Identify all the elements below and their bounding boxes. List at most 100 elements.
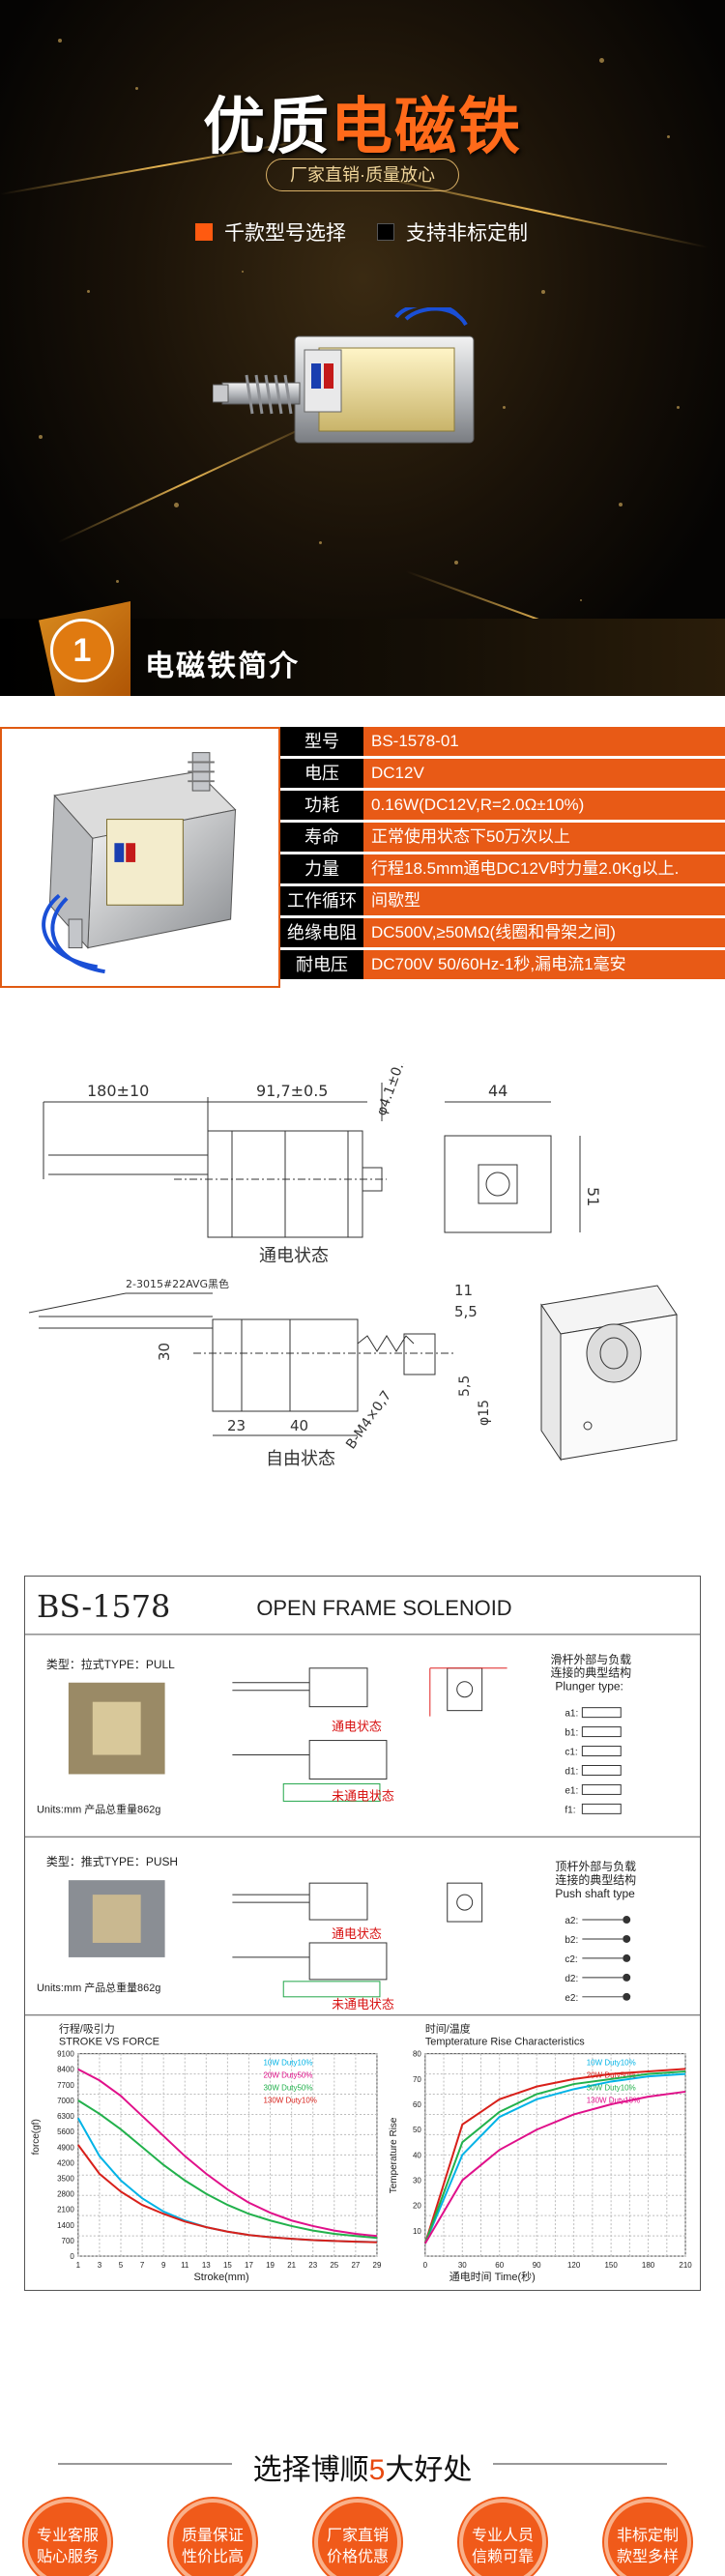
sparkle-dot	[599, 58, 604, 63]
sheet-model: BS-1578	[37, 1588, 170, 1625]
x-tick-label: 29	[373, 2261, 382, 2270]
push-item-label: c2:	[565, 1954, 577, 1965]
benefit-badge: 专业人员信赖可靠	[459, 2499, 546, 2576]
sparkle-dot	[135, 87, 138, 90]
benefit-line-2: 性价比高	[181, 2549, 244, 2565]
on-label-2: 通电状态	[332, 1926, 382, 1941]
dim-44: 44	[488, 1082, 508, 1100]
benefit-line-2: 价格优惠	[326, 2549, 389, 2565]
plunger-en: Plunger type:	[555, 1680, 623, 1693]
plunger-type-list: a1:b1:c1:d1:e1:f1:	[565, 1707, 622, 1815]
dim-5-5a: 5,5	[454, 1303, 478, 1320]
sparkle-dot	[667, 135, 670, 138]
series-line	[423, 2090, 686, 2244]
dim-phi15: φ15	[477, 1400, 492, 1426]
benefit-line-2: 信赖可靠	[471, 2549, 534, 2565]
y-tick-label: 80	[413, 2050, 421, 2059]
spec-value: 0.16W(DC12V,R=2.0Ω±10%)	[363, 791, 725, 820]
sparkle-dot	[503, 406, 506, 409]
series-line	[423, 2068, 686, 2244]
x-tick-label: 15	[223, 2261, 232, 2270]
x-tick-label: 27	[351, 2261, 360, 2270]
legend-entry: 30W Duty10%	[587, 2084, 636, 2093]
x-tick-label: 30	[458, 2261, 467, 2270]
stroke-chart-en: STROKE VS FORCE	[59, 2037, 160, 2048]
spec-key: 寿命	[280, 823, 363, 852]
state-off-label: 自由状态	[266, 1449, 335, 1469]
stroke-chart-cn: 行程/吸引力	[59, 2022, 115, 2036]
dim-23: 23	[227, 1417, 246, 1434]
benefit-line-2: 贴心服务	[36, 2549, 99, 2565]
temp-xlabel: 通电时间 Time(秒)	[450, 2270, 536, 2283]
hero-title: 优质电磁铁	[0, 77, 725, 166]
push-shaft-list: a2:b2:c2:d2:e2:	[565, 1916, 631, 2004]
y-tick-label: 70	[413, 2075, 421, 2084]
spec-key: 功耗	[280, 791, 363, 820]
plunger-shape	[581, 1764, 622, 1776]
push-en: Push shaft type	[555, 1887, 635, 1900]
spec-value: DC500V,≥50MΩ(线圈和骨架之间)	[363, 918, 725, 947]
plunger-item-label: f1:	[565, 1805, 575, 1815]
push-shaft-tip	[623, 1992, 631, 2001]
spec-key: 电压	[280, 759, 363, 788]
hero-title-orange: 电磁铁	[331, 92, 522, 161]
spec-key: 绝缘电阻	[280, 918, 363, 947]
stroke-xlabel: Stroke(mm)	[194, 2272, 249, 2283]
y-tick-label: 3500	[57, 2174, 74, 2183]
spec-row: 寿命正常使用状态下50万次以上	[280, 823, 725, 852]
y-tick-label: 4200	[57, 2158, 74, 2167]
hero-subtitle: 厂家直销·质量放心	[266, 159, 459, 191]
y-tick-label: 9100	[57, 2050, 74, 2059]
benefits-title-a: 选择博顺	[252, 2454, 369, 2486]
solenoid-photo-icon	[42, 752, 237, 974]
solenoid-product-image	[213, 307, 475, 444]
y-tick-label: 2100	[57, 2206, 74, 2214]
benefit-line-2: 款型多样	[616, 2549, 679, 2565]
y-tick-label: 5600	[57, 2127, 74, 2136]
x-tick-label: 23	[308, 2261, 317, 2270]
y-tick-label: 6300	[57, 2112, 74, 2121]
y-tick-label: 10	[413, 2227, 421, 2236]
y-tick-label: 40	[413, 2151, 421, 2159]
stroke-ylabel: force(gf)	[31, 2119, 42, 2155]
x-tick-label: 0	[423, 2261, 428, 2270]
x-tick-label: 9	[161, 2261, 166, 2270]
off-label-2: 未通电状态	[332, 1997, 394, 2012]
spec-value: DC700V 50/60Hz-1秒,漏电流1毫安	[363, 950, 725, 979]
dim-51: 51	[584, 1187, 602, 1206]
legend-entry: 30W Duty50%	[263, 2084, 312, 2093]
spec-key: 工作循环	[280, 886, 363, 915]
push-item-label: e2:	[565, 1993, 578, 2004]
dim-phi41: φ4.1±0.1	[374, 1063, 410, 1117]
series-line	[423, 2072, 686, 2244]
spec-value: 正常使用状态下50万次以上	[363, 823, 725, 852]
black-square-icon	[377, 223, 394, 241]
stroke-force-chart: 9100840077007000630056004900420035002800…	[57, 2050, 382, 2270]
push-cn: 顶杆外部与负载	[555, 1859, 636, 1873]
spec-value: BS-1578-01	[363, 727, 725, 756]
sparkle-dot	[39, 435, 43, 439]
benefits-title: 选择博顺5大好处	[0, 2446, 725, 2488]
legend-entry: 130W Duty10%	[587, 2096, 640, 2104]
push-item-label: a2:	[565, 1916, 578, 1926]
body-outline-off	[212, 1318, 359, 1412]
y-tick-label: 7000	[57, 2097, 74, 2105]
section-title: 电磁铁简介	[145, 651, 300, 682]
sparkle-dot	[174, 503, 179, 507]
legend-entry: 20W Duty50%	[587, 2071, 636, 2080]
plunger-shape	[581, 1783, 622, 1795]
hero-title-white: 优质	[203, 92, 331, 161]
plunger-shape	[581, 1707, 622, 1719]
sparkle-dot	[619, 503, 623, 507]
dim-91: 91,7±0.5	[256, 1082, 328, 1100]
spec-value: DC12V	[363, 759, 725, 788]
series-line	[77, 2068, 378, 2238]
dim-30: 30	[156, 1343, 173, 1361]
wire-spec: 2-3015#22AVG黑色	[126, 1277, 229, 1290]
temp-chart-cn: 时间/温度	[425, 2022, 471, 2036]
temp-ylabel: Temperature Rise	[389, 2117, 399, 2193]
